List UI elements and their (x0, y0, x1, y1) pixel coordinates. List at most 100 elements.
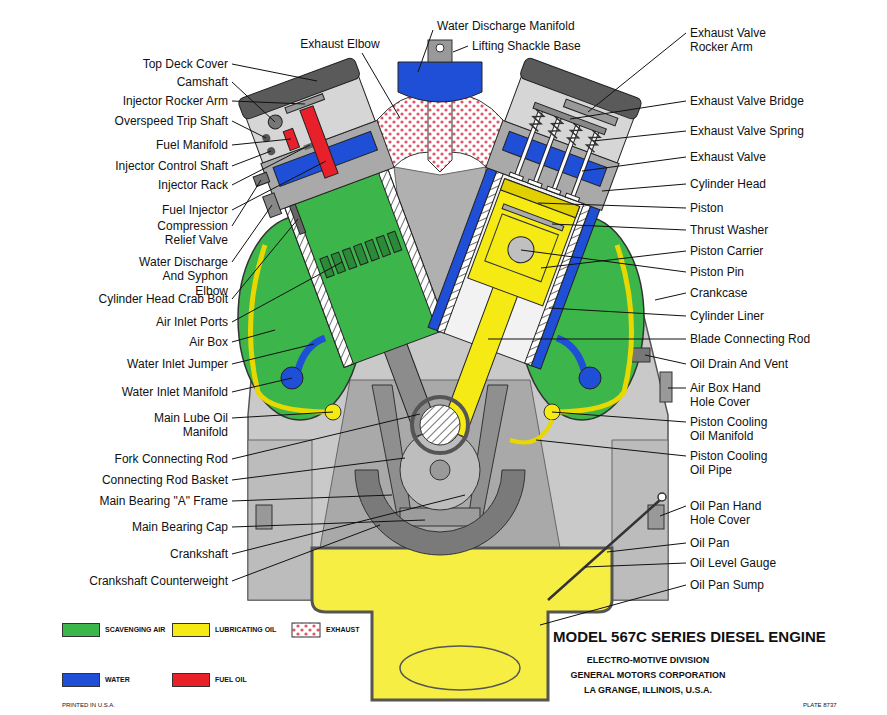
right-cylinder-bank (548, 116, 564, 138)
leader-line (540, 585, 686, 625)
right-cylinder-bank (529, 109, 545, 131)
part-label: Cylinder Liner (690, 309, 764, 323)
lube-oil-manifold (510, 420, 552, 443)
part-label: Compression Relief Valve (148, 219, 228, 248)
part-label: Connecting Rod Basket (102, 473, 228, 487)
left-cylinder-bank (266, 146, 276, 156)
part-label: LA GRANGE, ILLINOIS, U.S.A. (584, 685, 712, 696)
right-cylinder-bank (528, 179, 543, 188)
part-label: Top Deck Cover (143, 57, 228, 71)
part-label: PRINTED IN U.S.A. (62, 702, 115, 709)
legend-swatch (62, 623, 100, 637)
part-label: Injector Rocker Arm (123, 94, 228, 108)
left-cylinder-bank (266, 113, 284, 131)
legend-swatch (62, 673, 100, 687)
crankshaft-assembly (355, 385, 525, 555)
leader-line (362, 53, 400, 118)
leader-line (232, 139, 291, 145)
right-cylinder-bank (509, 172, 524, 181)
right-cylinder-bank (468, 179, 580, 306)
left-cylinder-bank (365, 239, 379, 261)
legend-swatch (172, 623, 210, 637)
part-label: Injector Rack (158, 178, 228, 192)
crankshaft-assembly (430, 460, 450, 480)
leader-line (588, 33, 686, 112)
leader-line (232, 219, 298, 299)
part-label: Piston Carrier (690, 244, 763, 258)
legend-text: FUEL OIL (215, 676, 247, 684)
legend-text: SCAVENGING AIR (105, 626, 165, 634)
part-label: Main Lube Oil Manifold (143, 411, 228, 440)
leader-line (602, 184, 686, 191)
part-label: Lifting Shackle Base (472, 39, 581, 53)
leader-line (541, 251, 686, 268)
part-label: Crankshaft (170, 547, 228, 561)
leader-line (232, 262, 342, 322)
leader-line (232, 495, 392, 501)
leader-line (232, 495, 465, 554)
leader-line (570, 101, 686, 119)
leader-line (232, 205, 272, 262)
part-label: Blade Connecting Rod (690, 332, 810, 346)
leader-line (232, 64, 317, 81)
crankshaft-assembly (412, 397, 468, 453)
water-inlet (281, 338, 601, 389)
right-cylinder-bank (566, 123, 582, 145)
leader-line (660, 506, 686, 516)
part-label: Piston Cooling Oil Pipe (690, 449, 780, 478)
exhaust-and-water-manifold (450, 92, 503, 167)
part-label: Exhaust Elbow (300, 37, 379, 51)
part-label: Thrust Washer (690, 223, 768, 237)
part-label: Exhaust Valve (690, 150, 766, 164)
oil-pan (312, 548, 612, 700)
part-label: Exhaust Valve Rocker Arm (690, 26, 780, 55)
part-label: Exhaust Valve Spring (690, 124, 804, 138)
legend-swatch (292, 623, 320, 637)
part-label: GENERAL MOTORS CORPORATION (570, 670, 725, 681)
leader-line (232, 458, 405, 480)
water-inlet (557, 338, 584, 370)
part-label: Overspeed Trip Shaft (115, 114, 228, 128)
part-label: Oil Drain And Vent (690, 357, 788, 371)
part-label: PLATE 8737 (803, 702, 837, 709)
leader-line (232, 180, 261, 226)
leader-line (232, 525, 380, 581)
leader-line (593, 131, 686, 141)
part-label: Cylinder Head Crab Bolt (99, 292, 228, 306)
part-label: Water Discharge And Syphon Elbow (128, 255, 228, 298)
leader-line (585, 563, 686, 567)
part-label: Injector Control Shaft (115, 159, 228, 173)
left-cylinder-bank (253, 172, 270, 186)
leader-line (521, 250, 686, 272)
left-cylinder-bank (342, 248, 356, 270)
oil-pan (658, 493, 666, 501)
leader-line (232, 330, 275, 342)
engine-block (612, 440, 668, 600)
leader-line (538, 203, 686, 208)
part-label: Water Discharge Manifold (437, 19, 575, 33)
right-cylinder-bank (485, 214, 559, 282)
leader-line (232, 344, 314, 364)
part-label: Air Box Hand Hole Cover (690, 381, 780, 410)
leader-line (232, 414, 420, 459)
legend-text: WATER (105, 676, 130, 684)
part-label: Crankshaft Counterweight (89, 574, 228, 588)
exhaust-and-water-manifold (377, 40, 503, 172)
part-label: Fuel Manifold (156, 138, 228, 152)
oil-pan (400, 646, 520, 690)
leader-line (232, 101, 305, 104)
left-cylinder-bank (285, 205, 354, 368)
leader-line (582, 157, 686, 171)
leader-line (607, 543, 686, 552)
exhaust-and-water-manifold (428, 92, 452, 172)
part-label: Fuel Injector (162, 203, 228, 217)
part-label: Piston Cooling Oil Manifold (690, 415, 780, 444)
crankshaft-assembly (420, 405, 460, 445)
leader-line (453, 46, 468, 52)
part-label: Oil Pan (690, 536, 729, 550)
leader-line (655, 293, 686, 300)
part-label: Water Inlet Jumper (127, 357, 228, 371)
part-label: Cylinder Head (690, 177, 766, 191)
leader-line (232, 378, 292, 392)
